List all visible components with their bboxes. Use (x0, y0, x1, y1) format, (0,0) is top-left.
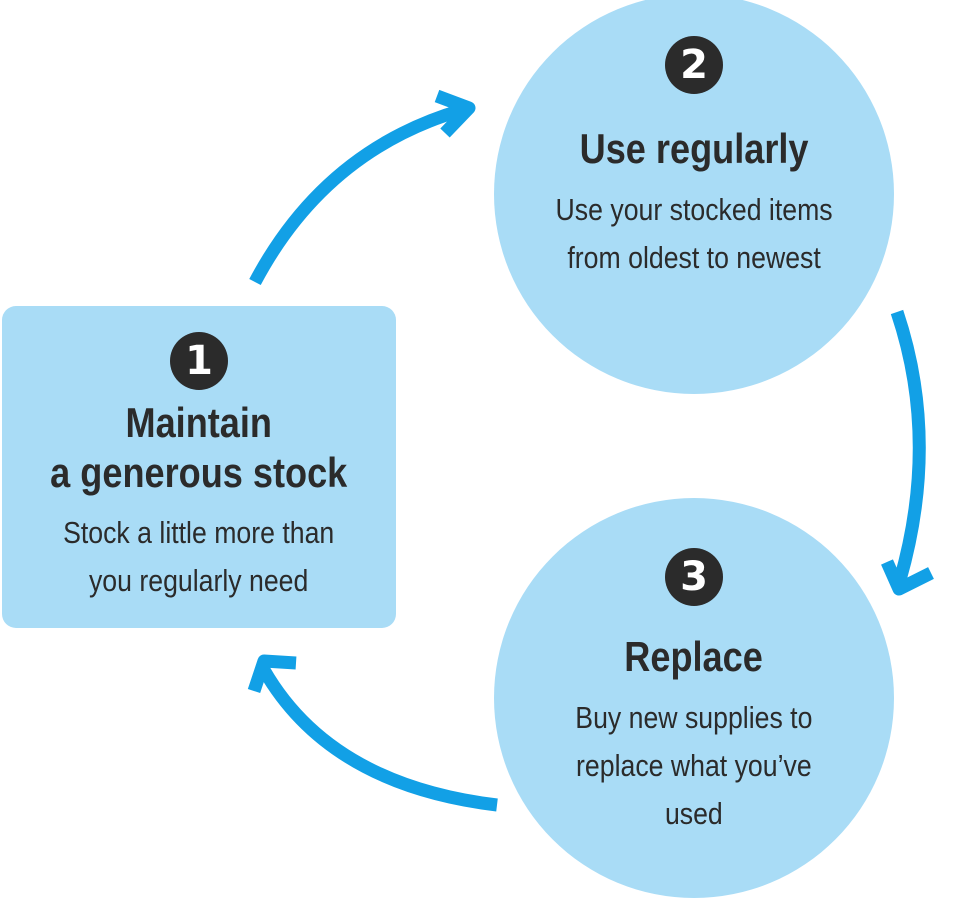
step-3-title-line-1: Replace (624, 633, 764, 680)
step-3-title: Replace (625, 632, 764, 682)
arrowhead-step2 (434, 89, 476, 138)
step-1-description: Stock a little more than you regularly n… (63, 509, 334, 605)
step-1-description-line-1: Stock a little more than (63, 514, 335, 550)
step-1-title-line-1: Maintain (125, 399, 273, 446)
step-3-description-line-3: used (665, 796, 723, 832)
arrow-step1-to-step2 (249, 103, 464, 286)
step-1-box: 1 Maintain a generous stock Stock a litt… (2, 306, 396, 628)
step-1-title: Maintain a generous stock (50, 398, 347, 499)
step-2-number-badge: 2 (665, 36, 723, 94)
arrowhead-step3 (881, 559, 934, 596)
arrow-step2-to-step3 (890, 309, 926, 582)
step-1-description-line-2: you regularly need (89, 562, 309, 598)
arrow-step3-to-step1 (258, 666, 498, 812)
step-3-description-line-1: Buy new supplies to (575, 700, 813, 736)
step-2-description-line-2: from oldest to newest (567, 240, 821, 276)
step-1-number-badge: 1 (170, 332, 228, 390)
step-3-number-badge: 3 (665, 548, 723, 606)
step-3-description-line-2: replace what you’ve (576, 748, 812, 784)
step-2-description: Use your stocked items from oldest to ne… (555, 186, 832, 282)
step-2-circle: 2 Use regularly Use your stocked items f… (494, 0, 894, 394)
step-2-title: Use regularly (580, 124, 809, 174)
step-2-description-line-1: Use your stocked items (555, 192, 833, 228)
step-1-title-line-2: a generous stock (50, 449, 348, 497)
step-3-description: Buy new supplies to replace what you’ve … (575, 694, 812, 838)
step-3-circle: 3 Replace Buy new supplies to replace wh… (494, 498, 894, 898)
arrowhead-step1 (247, 654, 297, 694)
step-2-title-line-1: Use regularly (579, 125, 809, 172)
